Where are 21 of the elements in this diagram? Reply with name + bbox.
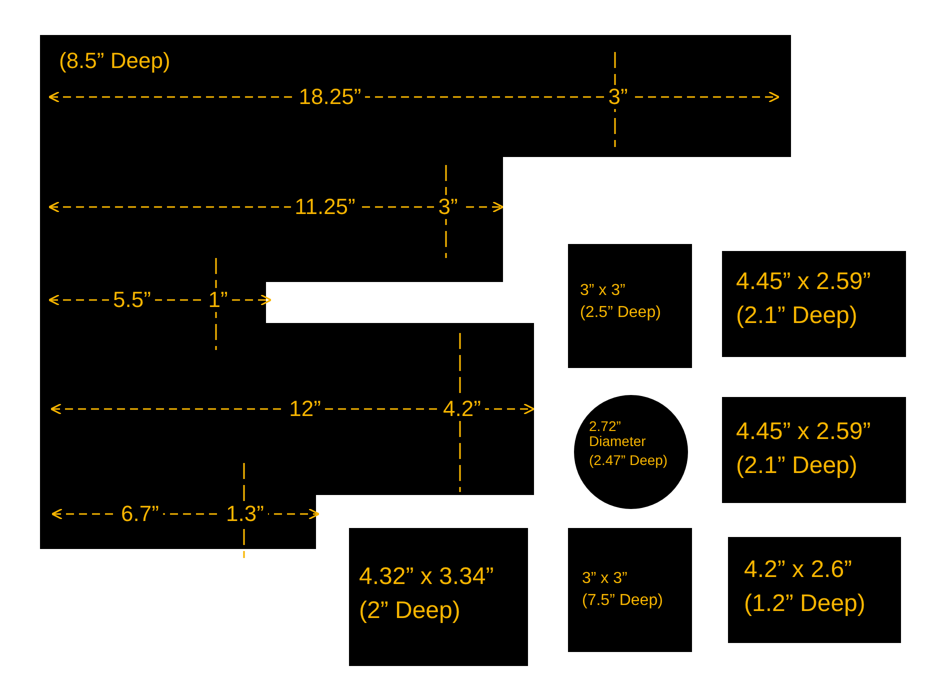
rectangular-tray — [722, 397, 906, 503]
size-label: 4.32” x 3.34” — [359, 564, 494, 590]
size-label: 4.45” x 2.59” — [736, 269, 871, 296]
size-label: 4.2” x 2.6” — [744, 557, 852, 584]
rectangular-tray — [568, 528, 692, 652]
depth-label: (2.1” Deep) — [736, 452, 858, 479]
rectangular-tray — [722, 251, 906, 357]
size-label: 4.45” x 2.59” — [736, 419, 871, 446]
rectangular-tray — [568, 244, 692, 368]
rectangular-tray — [349, 528, 528, 666]
dimension-label: 3” — [434, 194, 462, 220]
size-label: 3” x 3” — [582, 570, 628, 588]
depth-label: (2.47” Deep) — [589, 453, 669, 468]
depth-label: (2.1” Deep) — [736, 302, 858, 329]
depth-label: (1.2” Deep) — [744, 590, 866, 617]
size-label: 3” x 3” — [580, 282, 626, 300]
rectangular-tray — [728, 537, 901, 643]
depth-label: (2.5” Deep) — [580, 304, 661, 322]
depth-label: (2” Deep) — [359, 598, 460, 624]
depth-label: (7.5” Deep) — [582, 592, 663, 610]
size-label: 2.72” Diameter — [589, 419, 647, 450]
